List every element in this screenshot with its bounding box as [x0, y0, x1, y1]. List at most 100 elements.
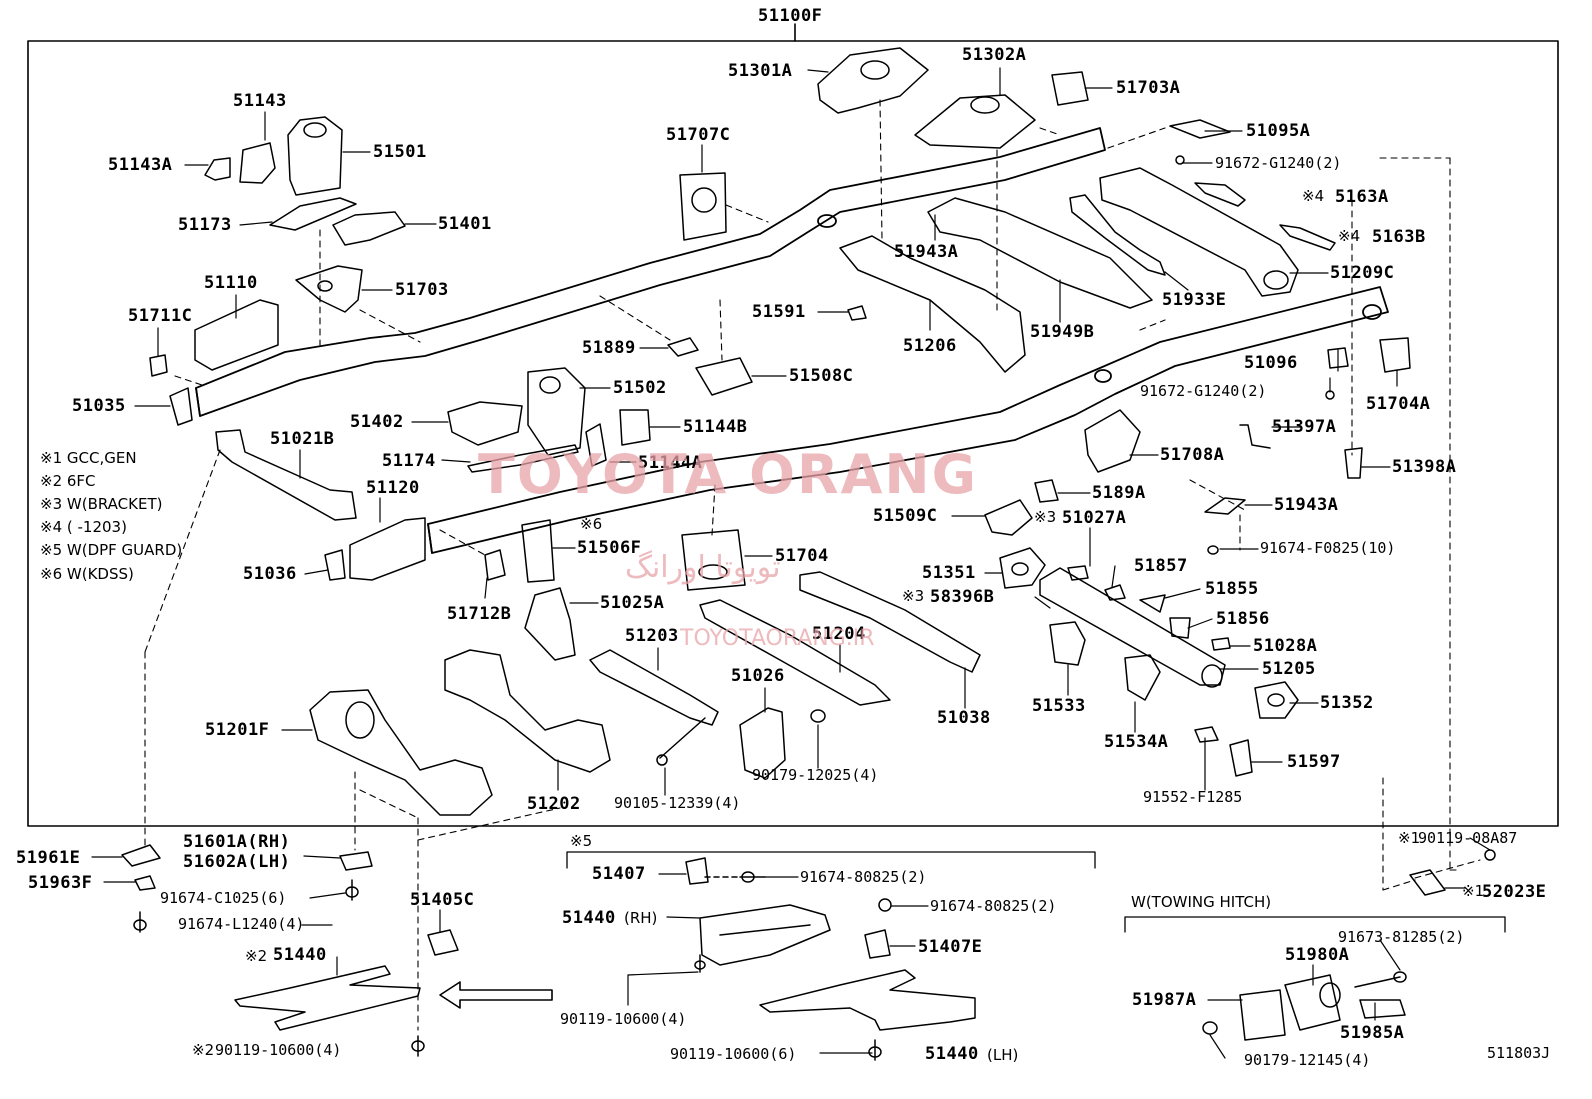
- part-90105-12339[interactable]: 90105-12339(4): [614, 794, 741, 812]
- part-51204[interactable]: 51204: [812, 624, 866, 644]
- mark-51027A: ※3: [1034, 508, 1057, 526]
- note-6: ※6 W(KDSS): [40, 565, 134, 583]
- part-51174[interactable]: 51174: [382, 451, 436, 471]
- part-91674-F0825[interactable]: 91674-F0825(10): [1260, 539, 1396, 557]
- part-51855[interactable]: 51855: [1205, 579, 1259, 599]
- part-51533[interactable]: 51533: [1032, 696, 1086, 716]
- part-51856[interactable]: 51856: [1216, 609, 1270, 629]
- part-51597[interactable]: 51597: [1287, 752, 1341, 772]
- part-51703A[interactable]: 51703A: [1116, 78, 1181, 98]
- part-51205[interactable]: 51205: [1262, 659, 1316, 679]
- part-51857[interactable]: 51857: [1134, 556, 1188, 576]
- part-51704[interactable]: 51704: [775, 546, 829, 566]
- part-51534A[interactable]: 51534A: [1104, 732, 1169, 752]
- part-91672-G1240-b[interactable]: 91672-G1240(2): [1140, 382, 1267, 400]
- part-51602A[interactable]: 51602A(LH): [183, 852, 291, 872]
- part-51095A[interactable]: 51095A: [1246, 121, 1311, 141]
- part-51398A[interactable]: 51398A: [1392, 457, 1457, 477]
- part-51943A-top[interactable]: 51943A: [894, 242, 959, 262]
- note-1: ※1 GCC,GEN: [40, 449, 137, 467]
- part-51096[interactable]: 51096: [1244, 353, 1298, 373]
- part-51025A[interactable]: 51025A: [600, 593, 665, 613]
- part-51704A[interactable]: 51704A: [1366, 394, 1431, 414]
- part-90119-10600-b[interactable]: 90119-10600(4): [560, 1010, 687, 1028]
- part-51401[interactable]: 51401: [438, 214, 492, 234]
- part-91673-81285[interactable]: 91673-81285(2): [1338, 928, 1465, 946]
- note-3: ※3 W(BRACKET): [40, 495, 163, 513]
- part-51963F[interactable]: 51963F: [28, 873, 93, 893]
- part-51352[interactable]: 51352: [1320, 693, 1374, 713]
- part-51035[interactable]: 51035: [72, 396, 126, 416]
- part-51440-lh[interactable]: 51440: [925, 1044, 979, 1064]
- part-91674-C1025[interactable]: 91674-C1025(6): [160, 889, 287, 907]
- part-5163A[interactable]: 5163A: [1335, 187, 1389, 207]
- part-90119-08A87[interactable]: 90119-08A87: [1418, 829, 1518, 847]
- part-51397A[interactable]: 51397A: [1272, 417, 1337, 437]
- part-51502[interactable]: 51502: [613, 378, 667, 398]
- part-51933E[interactable]: 51933E: [1162, 290, 1227, 310]
- part-51508C[interactable]: 51508C: [789, 366, 854, 386]
- part-51943A-mid[interactable]: 51943A: [1274, 495, 1339, 515]
- part-51302A[interactable]: 51302A: [962, 45, 1027, 65]
- part-51440-rh[interactable]: 51440: [562, 908, 616, 928]
- part-51203[interactable]: 51203: [625, 626, 679, 646]
- part-90179-12145[interactable]: 90179-12145(4): [1244, 1051, 1371, 1069]
- part-51501[interactable]: 51501: [373, 142, 427, 162]
- part-51143[interactable]: 51143: [233, 91, 287, 111]
- part-51209C[interactable]: 51209C: [1330, 263, 1395, 283]
- mark-58396B: ※3: [902, 587, 925, 605]
- part-51201F[interactable]: 51201F: [205, 720, 270, 740]
- part-51980A[interactable]: 51980A: [1285, 945, 1350, 965]
- part-91552-F1285[interactable]: 91552-F1285: [1143, 788, 1243, 806]
- part-51120[interactable]: 51120: [366, 478, 420, 498]
- part-51143A[interactable]: 51143A: [108, 155, 173, 175]
- part-91674-80825-a[interactable]: 91674-80825(2): [800, 868, 927, 886]
- part-51889[interactable]: 51889: [582, 338, 636, 358]
- part-51351[interactable]: 51351: [922, 563, 976, 583]
- part-51985A[interactable]: 51985A: [1340, 1023, 1405, 1043]
- part-91674-L1240[interactable]: 91674-L1240(4): [178, 915, 305, 933]
- part-90179-12025[interactable]: 90179-12025(4): [752, 766, 879, 784]
- part-51961E[interactable]: 51961E: [16, 848, 81, 868]
- part-51707C[interactable]: 51707C: [666, 125, 731, 145]
- part-51711C[interactable]: 51711C: [128, 306, 193, 326]
- part-51509C[interactable]: 51509C: [873, 506, 938, 526]
- part-51708A[interactable]: 51708A: [1160, 445, 1225, 465]
- part-51301A[interactable]: 51301A: [728, 61, 793, 81]
- part-51949B[interactable]: 51949B: [1030, 322, 1095, 342]
- part-51601A[interactable]: 51601A(RH): [183, 832, 291, 852]
- part-51712B[interactable]: 51712B: [447, 604, 512, 624]
- part-51987A[interactable]: 51987A: [1132, 990, 1197, 1010]
- part-91674-80825-b[interactable]: 91674-80825(2): [930, 897, 1057, 915]
- part-51506F[interactable]: 51506F: [577, 538, 642, 558]
- part-58396B[interactable]: 58396B: [930, 587, 995, 607]
- part-51110[interactable]: 51110: [204, 273, 258, 293]
- part-5163B[interactable]: 5163B: [1372, 227, 1426, 247]
- main-assembly-label: 51100F: [758, 6, 823, 26]
- part-51027A[interactable]: 51027A: [1062, 508, 1127, 528]
- part-51591[interactable]: 51591: [752, 302, 806, 322]
- part-52023E[interactable]: 52023E: [1482, 882, 1547, 902]
- mark-5163A: ※4: [1302, 187, 1325, 205]
- part-51405C[interactable]: 51405C: [410, 890, 475, 910]
- part-51206[interactable]: 51206: [903, 336, 957, 356]
- part-51036[interactable]: 51036: [243, 564, 297, 584]
- part-90119-10600-a[interactable]: 90119-10600(4): [215, 1041, 342, 1059]
- part-51021B[interactable]: 51021B: [270, 429, 335, 449]
- part-51202[interactable]: 51202: [527, 794, 581, 814]
- part-51407E[interactable]: 51407E: [918, 937, 983, 957]
- part-51402[interactable]: 51402: [350, 412, 404, 432]
- part-5189A[interactable]: 5189A: [1092, 483, 1146, 503]
- part-51026[interactable]: 51026: [731, 666, 785, 686]
- part-51173[interactable]: 51173: [178, 215, 232, 235]
- part-90119-10600-c[interactable]: 90119-10600(6): [670, 1045, 797, 1063]
- part-51440-6fc[interactable]: 51440: [273, 945, 327, 965]
- part-51407[interactable]: 51407: [592, 864, 646, 884]
- part-51028A[interactable]: 51028A: [1253, 636, 1318, 656]
- part-51144A[interactable]: 51144A: [638, 453, 703, 473]
- part-51038[interactable]: 51038: [937, 708, 991, 728]
- part-51144B[interactable]: 51144B: [683, 417, 748, 437]
- part-51703[interactable]: 51703: [395, 280, 449, 300]
- part-91672-G1240-a[interactable]: 91672-G1240(2): [1215, 154, 1342, 172]
